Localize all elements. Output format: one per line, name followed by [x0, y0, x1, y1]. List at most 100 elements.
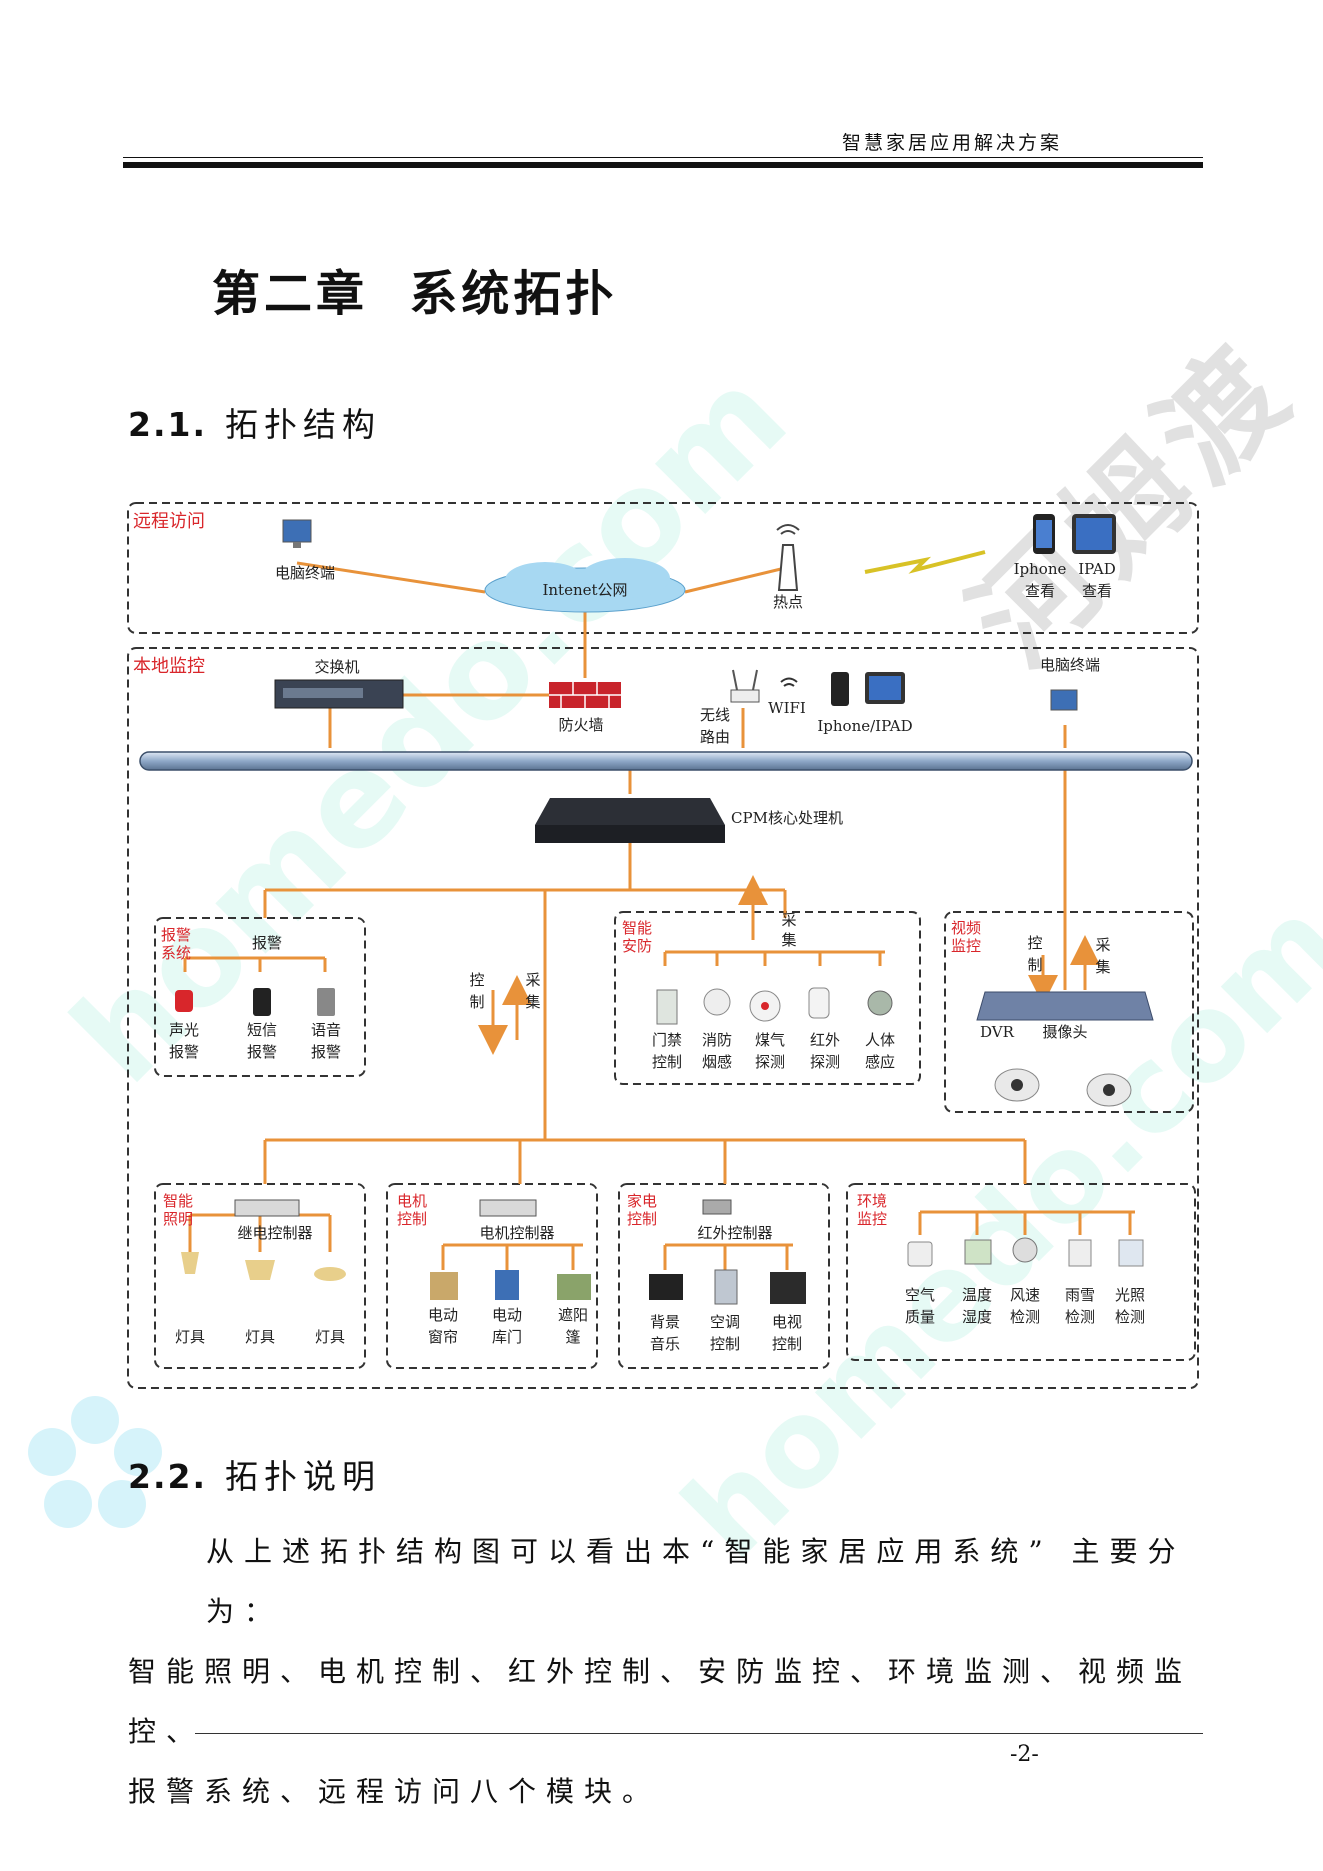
- env-item-5-l2: 检测: [1115, 1308, 1145, 1326]
- ipad-icon: [1072, 514, 1116, 554]
- firewall-icon: [549, 682, 621, 708]
- topology-diagram: 远程访问 本地监控 报警 系统 智能 安防 视频 监控 智能 照明 电机 控制 …: [127, 502, 1199, 1389]
- env-item-2-l1: 温度: [962, 1286, 992, 1304]
- security-item-2-l1: 消防: [702, 1031, 732, 1049]
- video-title-2: 监控: [951, 937, 981, 955]
- running-header: 智慧家居应用解决方案: [842, 132, 1063, 154]
- motor-item-1-l1: 电动: [428, 1306, 458, 1324]
- lighting-title-1: 智能: [163, 1192, 193, 1210]
- awning-icon: [557, 1274, 591, 1300]
- main-coll-1: 采: [525, 971, 540, 989]
- section-heading-2-2: 2.2.拓扑说明: [128, 1450, 381, 1498]
- lighting-title-2: 照明: [163, 1210, 193, 1228]
- security-box: [614, 911, 921, 1085]
- alarm-item-1-l1: 声光: [169, 1021, 199, 1039]
- temp-humidity-sensor-icon: [964, 1239, 992, 1265]
- security-item-5-l1: 人体: [865, 1031, 895, 1049]
- infrared-detector-icon: [808, 987, 830, 1019]
- alarm-item-2-l1: 短信: [247, 1021, 277, 1039]
- camera-icon: [994, 1068, 1040, 1102]
- lighting-box: [154, 1183, 366, 1369]
- music-player-icon: [649, 1274, 683, 1300]
- alarm-item-1-l2: 报警: [169, 1043, 199, 1061]
- body-paragraph: 从上述拓扑结构图可以看出本“智能家居应用系统” 主要分为： 智能照明、电机控制、…: [128, 1522, 1203, 1822]
- main-coll-2: 集: [525, 993, 540, 1011]
- env-item-1-l1: 空气: [905, 1286, 935, 1304]
- security-item-5-l2: 感应: [865, 1053, 895, 1071]
- hotspot-antenna-icon: [776, 524, 800, 591]
- ceiling-lamp-icon: [314, 1267, 346, 1281]
- security-item-2-l2: 烟感: [702, 1053, 732, 1071]
- router-label-1: 无线: [700, 706, 730, 724]
- env-item-4-l2: 检测: [1065, 1308, 1095, 1326]
- ipad-label-1: IPAD: [1078, 560, 1116, 578]
- motor-box: [386, 1183, 598, 1369]
- internet-label: Intenet公网: [542, 581, 627, 599]
- lighting-item-2: 灯具: [245, 1328, 275, 1346]
- camera-label: 摄像头: [1042, 1023, 1087, 1041]
- alarm-title-1: 报警: [161, 926, 191, 944]
- security-item-4-l1: 红外: [810, 1031, 840, 1049]
- security-item-1-l2: 控制: [652, 1053, 682, 1071]
- env-item-1-l2: 质量: [905, 1308, 935, 1326]
- appliance-title-1: 家电: [627, 1192, 657, 1210]
- motor-controller-label: 电机控制器: [479, 1224, 554, 1242]
- main-ctrl-1: 控: [469, 971, 484, 989]
- devices-label: Iphone/IPAD: [817, 717, 912, 735]
- local-ipad-icon: [865, 672, 905, 704]
- security-item-3-l1: 煤气: [755, 1031, 785, 1049]
- section-number: 2.1.: [128, 405, 207, 444]
- router-label-2: 路由: [700, 728, 730, 746]
- alarm-label: 报警: [252, 934, 282, 952]
- ir-controller-label: 红外控制器: [697, 1224, 772, 1242]
- dvr-icon: [976, 991, 1154, 1021]
- video-coll-2: 集: [1095, 958, 1110, 976]
- alarm-siren-icon: [175, 990, 193, 1012]
- env-item-5-l1: 光照: [1115, 1286, 1145, 1304]
- garage-door-icon: [495, 1270, 519, 1300]
- env-item-3-l1: 风速: [1010, 1286, 1040, 1304]
- motor-title-2: 控制: [397, 1210, 427, 1228]
- header-rule: [123, 162, 1203, 168]
- motor-item-2-l1: 电动: [492, 1306, 522, 1324]
- environment-title-1: 环境: [857, 1192, 887, 1210]
- smoke-detector-icon: [703, 988, 731, 1016]
- security-item-3-l2: 探测: [755, 1053, 785, 1071]
- env-item-2-l2: 湿度: [962, 1308, 992, 1326]
- watermark-flower-icon: [28, 1396, 162, 1528]
- appliance-item-1-l1: 背景: [650, 1313, 680, 1331]
- wifi-icon: [780, 677, 798, 687]
- environment-title-2: 监控: [857, 1210, 887, 1228]
- lighting-item-3: 灯具: [315, 1328, 345, 1346]
- section-title: 拓扑结构: [225, 405, 381, 444]
- video-title-1: 视频: [951, 919, 981, 937]
- security-collect-2: 集: [781, 931, 796, 949]
- main-ctrl-2: 制: [469, 993, 484, 1011]
- lighting-item-1: 灯具: [175, 1328, 205, 1346]
- environment-box: [846, 1183, 1196, 1361]
- paragraph-line: 从上述拓扑结构图可以看出本“智能家居应用系统” 主要分为：: [206, 1535, 1186, 1628]
- footer-rule: [195, 1733, 1203, 1734]
- ipad-label-2: 查看: [1082, 582, 1112, 600]
- air-conditioner-icon: [714, 1269, 738, 1305]
- wifi-label: WIFI: [768, 699, 806, 717]
- anemometer-icon: [1012, 1237, 1038, 1263]
- internet-cloud-icon: [484, 558, 686, 613]
- appliance-item-3-l2: 控制: [772, 1335, 802, 1353]
- light-sensor-icon: [1118, 1239, 1144, 1267]
- curtain-icon: [430, 1272, 458, 1300]
- dvr-label: DVR: [980, 1023, 1015, 1041]
- chapter-title: 第二章 系统拓扑: [212, 266, 618, 322]
- relay-controller-icon: [234, 1199, 300, 1217]
- access-control-icon: [656, 989, 678, 1025]
- section-number: 2.2.: [128, 1457, 207, 1496]
- relay-controller-label: 继电控制器: [237, 1224, 312, 1242]
- router-icon: [730, 669, 760, 703]
- motor-controller-icon: [479, 1199, 537, 1217]
- hotspot-label: 热点: [773, 593, 803, 611]
- remote-pc-label: 电脑终端: [275, 564, 335, 582]
- iphone-label-2: 查看: [1025, 582, 1055, 600]
- motor-item-1-l2: 窗帘: [428, 1328, 458, 1346]
- security-item-4-l2: 探测: [810, 1053, 840, 1071]
- appliance-item-1-l2: 音乐: [650, 1335, 680, 1353]
